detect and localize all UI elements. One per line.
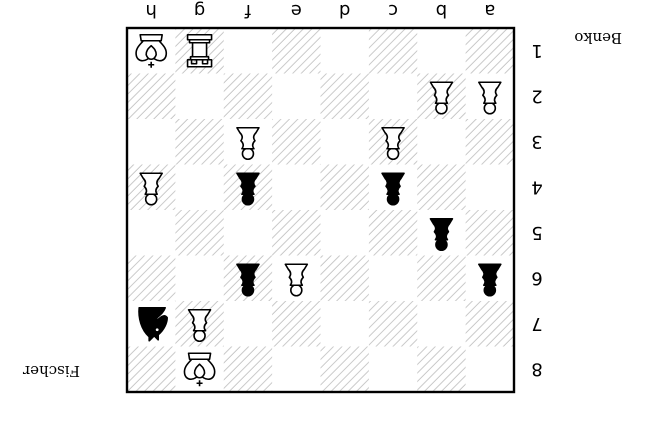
file-label-a: a bbox=[484, 0, 495, 21]
square-e4 bbox=[272, 164, 321, 210]
square-a1 bbox=[465, 28, 514, 74]
square-e5 bbox=[272, 210, 321, 256]
file-label-f: f bbox=[244, 0, 251, 21]
square-d1 bbox=[320, 28, 369, 74]
square-c1 bbox=[369, 28, 418, 74]
square-e1 bbox=[272, 28, 321, 74]
square-g2 bbox=[175, 73, 224, 119]
square-d8 bbox=[320, 346, 369, 392]
rank-label-3: 3 bbox=[531, 131, 542, 152]
rank-labels: 8 7 6 5 4 3 2 1 bbox=[531, 40, 542, 380]
rank-label-7: 7 bbox=[531, 313, 542, 334]
file-label-c: c bbox=[388, 0, 398, 21]
square-a4 bbox=[465, 164, 514, 210]
square-b3 bbox=[417, 119, 466, 165]
square-c5 bbox=[369, 210, 418, 256]
square-d7 bbox=[320, 301, 369, 347]
square-e3 bbox=[272, 119, 321, 165]
square-d3 bbox=[320, 119, 369, 165]
file-label-b: b bbox=[436, 0, 447, 21]
square-g3 bbox=[175, 119, 224, 165]
square-c6 bbox=[369, 255, 418, 301]
square-g5 bbox=[175, 210, 224, 256]
square-c7 bbox=[369, 301, 418, 347]
square-e2 bbox=[272, 73, 321, 119]
file-label-d: d bbox=[339, 0, 350, 21]
square-f7 bbox=[223, 301, 272, 347]
rank-label-4: 4 bbox=[531, 176, 542, 197]
square-h6 bbox=[127, 255, 176, 301]
square-h3 bbox=[127, 119, 176, 165]
square-b8 bbox=[417, 346, 466, 392]
square-g6 bbox=[175, 255, 224, 301]
square-d2 bbox=[320, 73, 369, 119]
board-squares bbox=[127, 28, 514, 392]
square-a8 bbox=[465, 346, 514, 392]
rank-label-1: 1 bbox=[531, 40, 542, 61]
square-a7 bbox=[465, 301, 514, 347]
square-e7 bbox=[272, 301, 321, 347]
file-labels: a b c d e f g h bbox=[145, 0, 495, 21]
square-a3 bbox=[465, 119, 514, 165]
square-f1 bbox=[223, 28, 272, 74]
square-h5 bbox=[127, 210, 176, 256]
player-name-bottom: Fischer bbox=[22, 362, 80, 380]
square-h8 bbox=[127, 346, 176, 392]
square-b7 bbox=[417, 301, 466, 347]
square-b1 bbox=[417, 28, 466, 74]
square-f8 bbox=[223, 346, 272, 392]
rank-label-2: 2 bbox=[531, 85, 542, 106]
file-label-g: g bbox=[194, 0, 205, 21]
rank-label-5: 5 bbox=[531, 222, 542, 243]
square-g4 bbox=[175, 164, 224, 210]
square-b6 bbox=[417, 255, 466, 301]
square-c2 bbox=[369, 73, 418, 119]
file-label-h: h bbox=[145, 0, 156, 21]
file-label-e: e bbox=[291, 0, 302, 21]
square-c8 bbox=[369, 346, 418, 392]
rank-label-6: 6 bbox=[531, 267, 542, 288]
square-e8 bbox=[272, 346, 321, 392]
rank-label-8: 8 bbox=[531, 358, 542, 379]
square-d4 bbox=[320, 164, 369, 210]
square-f2 bbox=[223, 73, 272, 119]
square-b4 bbox=[417, 164, 466, 210]
square-d5 bbox=[320, 210, 369, 256]
square-h2 bbox=[127, 73, 176, 119]
square-f5 bbox=[223, 210, 272, 256]
player-name-top: Benko bbox=[574, 29, 622, 47]
square-a5 bbox=[465, 210, 514, 256]
square-d6 bbox=[320, 255, 369, 301]
